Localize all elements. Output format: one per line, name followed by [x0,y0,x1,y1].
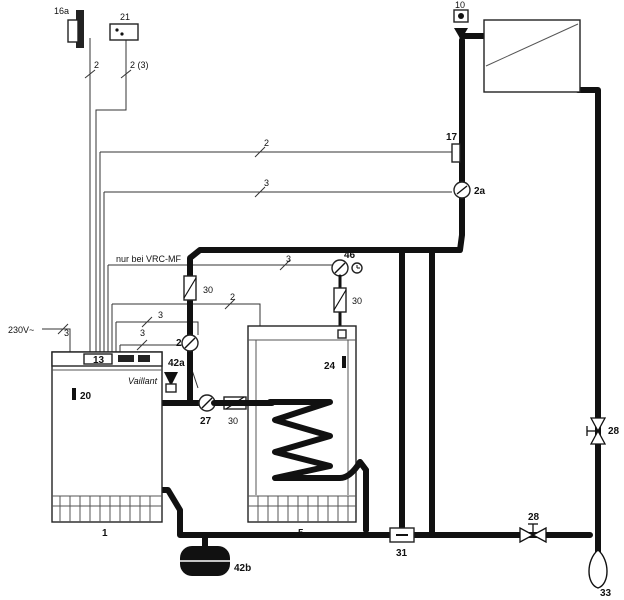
valve-28-bottom-label: 28 [528,512,540,523]
remote-label: 21 [120,12,130,22]
voltage-label: 230V~ [8,325,34,335]
boiler-sensor-label: 20 [80,391,92,402]
wire-count-2: 2 [230,292,235,302]
boiler-number: 1 [102,528,108,539]
vessel-33-label: 33 [600,588,612,599]
check-valve-tank: 30 [333,287,362,313]
valve-28-right: 28 [586,417,620,445]
wire-count-46: 3 [286,254,291,264]
drain-vessel-33: 33 [588,549,612,599]
wire-count-power: 3 [64,328,69,338]
expansion-vessel: 42b [178,546,251,576]
check-valve-b-label: 30 [228,416,238,426]
air-vent-valve: 10 [453,0,469,40]
vrc-note: nur bei VRC-MF [116,254,182,264]
sensor-17-label: 17 [446,132,458,143]
boiler-brand: Vaillant [128,376,158,386]
remote-control: 21 [109,12,139,41]
valve-10-label: 10 [455,0,465,10]
pump-2a: 2a [453,181,486,199]
check-valve-riser: 30 [183,275,213,301]
tank-number: 5 [298,528,304,539]
thermostat-label: 16a [54,6,69,16]
wire-count-16a: 2 [94,60,99,70]
wire-count-17: 2 [264,138,269,148]
pump-27: 27 [198,394,216,427]
wire-count-2a: 3 [264,178,269,188]
pump-2: 2 [176,334,199,352]
valve-28-bottom: 28 [519,512,547,544]
wiring [42,38,452,389]
wire-counts: 2 2 (3) 2 3 3 2 3 3 3 [64,60,291,338]
water-tank: 24 5 [247,325,357,539]
wire-count-27: 3 [158,310,163,320]
wall-thermostat: 16a [54,6,84,48]
pump-27-label: 27 [200,416,212,427]
header-tank [483,19,581,93]
pump-46-label: 46 [344,250,356,261]
check-valve-c-label: 30 [352,296,362,306]
safety-valve-42a: 42a [164,358,185,393]
sensor-17: 17 [446,132,461,163]
boiler: 13 20 Vaillant 1 [51,351,163,539]
check-valve-a-label: 30 [203,285,213,295]
boiler-panel-label: 13 [93,355,105,366]
valve-42a-label: 42a [168,358,185,369]
pump-46: 46 [331,250,363,277]
valve-28-right-label: 28 [608,426,620,437]
pipework [159,33,601,561]
pump-2-label: 2 [176,338,182,349]
tank-sensor-label: 24 [324,361,336,372]
expansion-vessel-label: 42b [234,563,251,574]
wire-count-pump2: 3 [140,328,145,338]
tee-fitting-31: 31 [389,527,415,559]
pump-2a-label: 2a [474,186,486,197]
tee-31-label: 31 [396,548,408,559]
wire-count-21: 2 (3) [130,60,149,70]
